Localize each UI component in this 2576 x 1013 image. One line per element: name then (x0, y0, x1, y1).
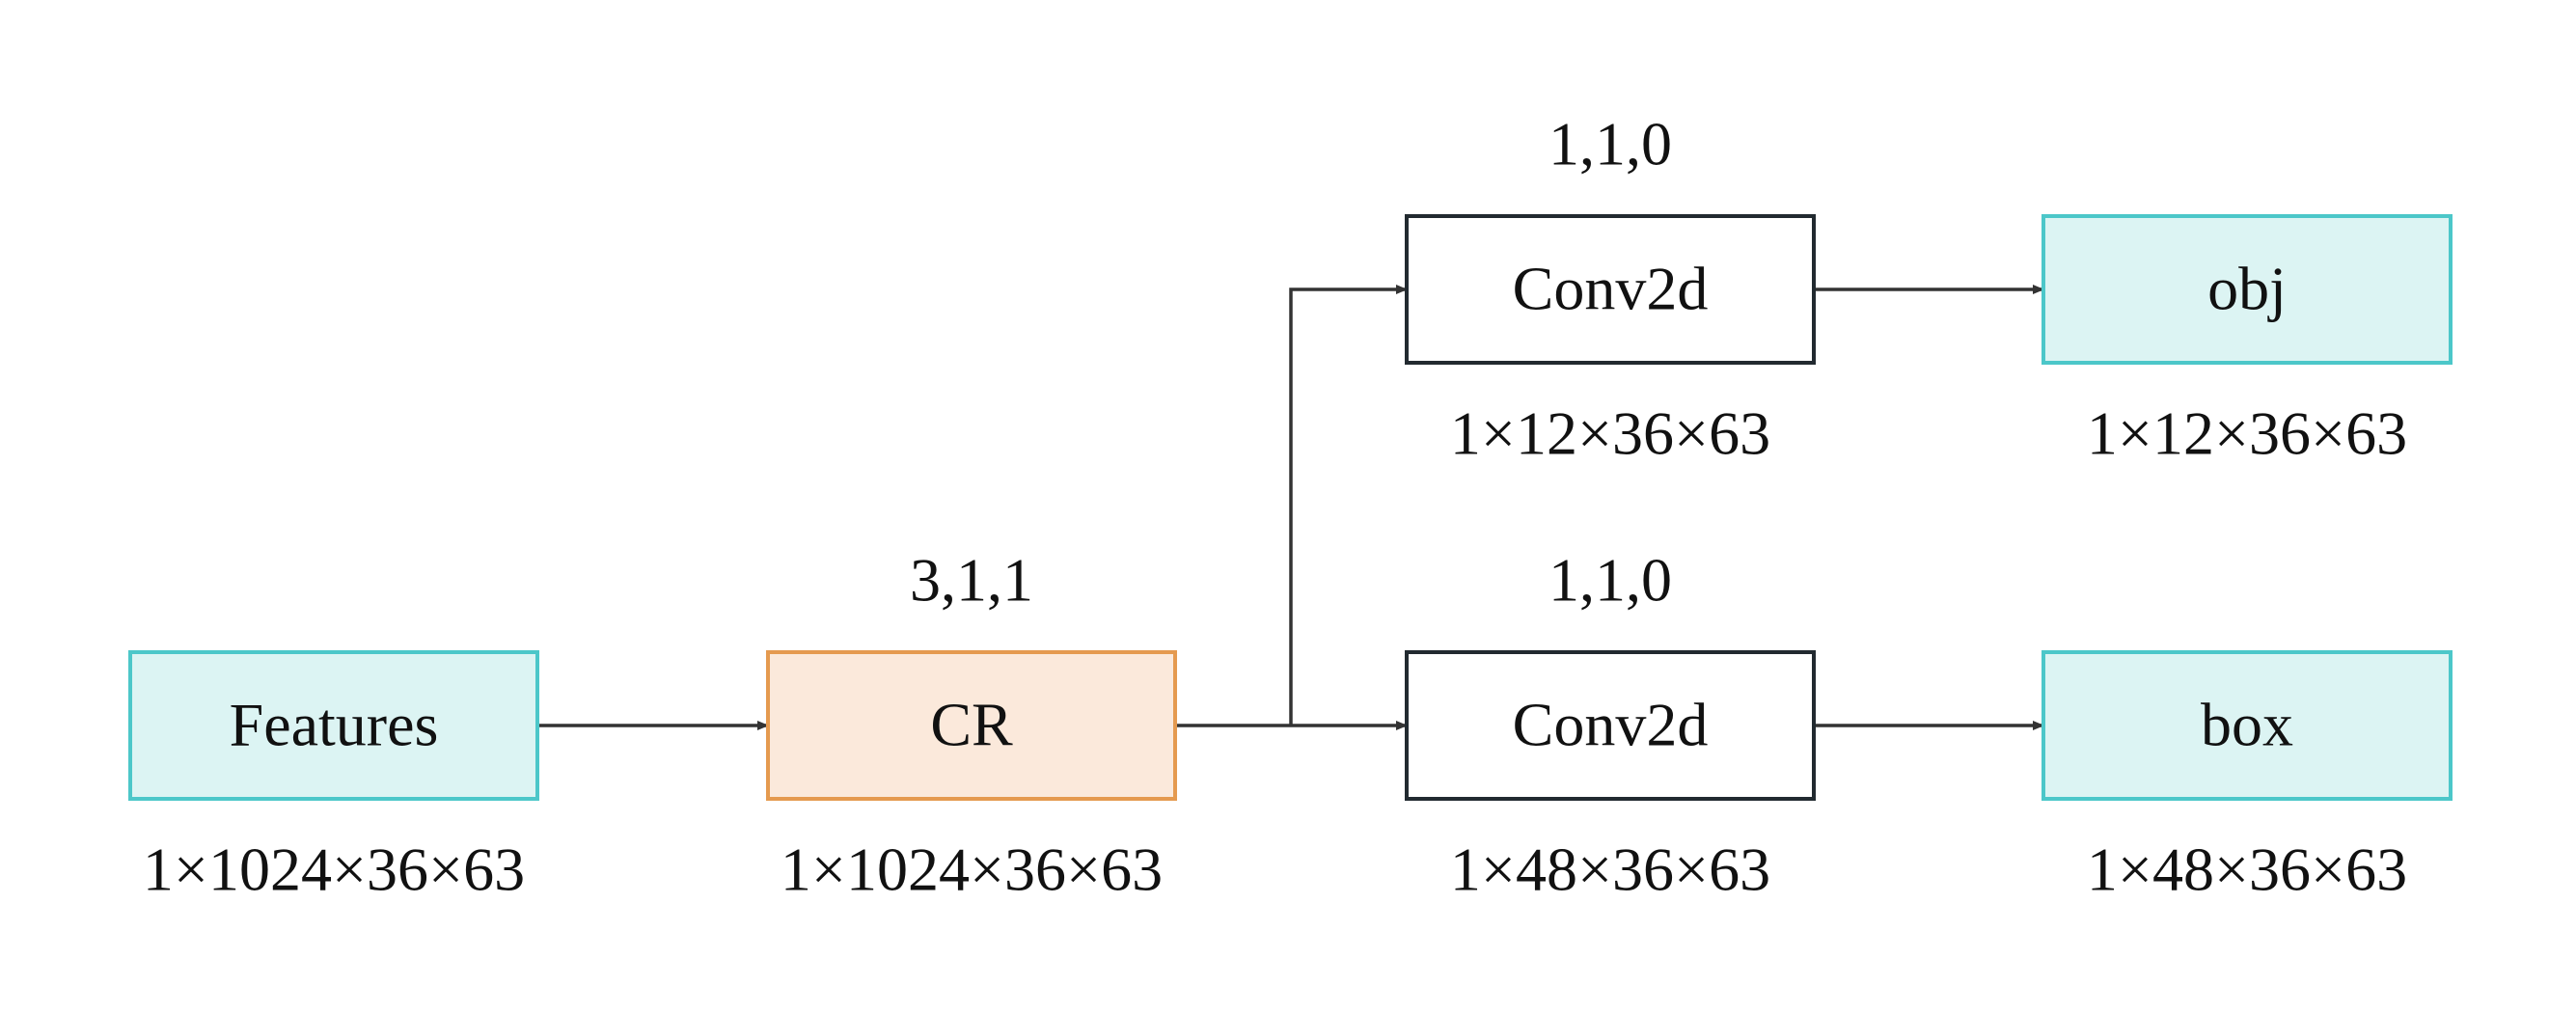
obj-label: obj (2207, 255, 2287, 323)
conv-bottom-params: 1,1,0 (1548, 546, 1672, 615)
conv-top-params: 1,1,0 (1548, 110, 1672, 178)
conv-top-box (1405, 214, 1816, 365)
conv-bottom-box (1405, 650, 1816, 801)
node-conv2d-top: 1,1,0 Conv2d 1×12×36×63 (1405, 110, 1816, 468)
box-box (2042, 650, 2453, 801)
cr-label: CR (930, 691, 1013, 759)
node-cr: 3,1,1 CR 1×1024×36×63 (766, 546, 1177, 904)
edges (538, 285, 2044, 730)
obj-box (2042, 214, 2453, 365)
conv-top-label: Conv2d (1513, 255, 1709, 323)
conv-top-dims: 1×12×36×63 (1450, 399, 1770, 468)
conv-bottom-dims: 1×48×36×63 (1450, 835, 1770, 904)
edge-cr-to-conv-top (1289, 285, 1408, 726)
obj-dims: 1×12×36×63 (2087, 399, 2407, 468)
features-label: Features (230, 691, 439, 759)
node-box: box 1×48×36×63 (2042, 650, 2453, 904)
node-features: Features 1×1024×36×63 (128, 650, 539, 904)
conv-bottom-label: Conv2d (1513, 691, 1709, 759)
cr-dims: 1×1024×36×63 (781, 835, 1163, 904)
features-box (128, 650, 539, 801)
node-conv2d-bottom: 1,1,0 Conv2d 1×48×36×63 (1405, 546, 1816, 904)
box-label: box (2201, 691, 2293, 759)
cr-box (766, 650, 1177, 801)
features-dims: 1×1024×36×63 (143, 835, 525, 904)
node-obj: obj 1×12×36×63 (2042, 214, 2453, 468)
box-dims: 1×48×36×63 (2087, 835, 2407, 904)
cr-params: 3,1,1 (910, 546, 1033, 615)
